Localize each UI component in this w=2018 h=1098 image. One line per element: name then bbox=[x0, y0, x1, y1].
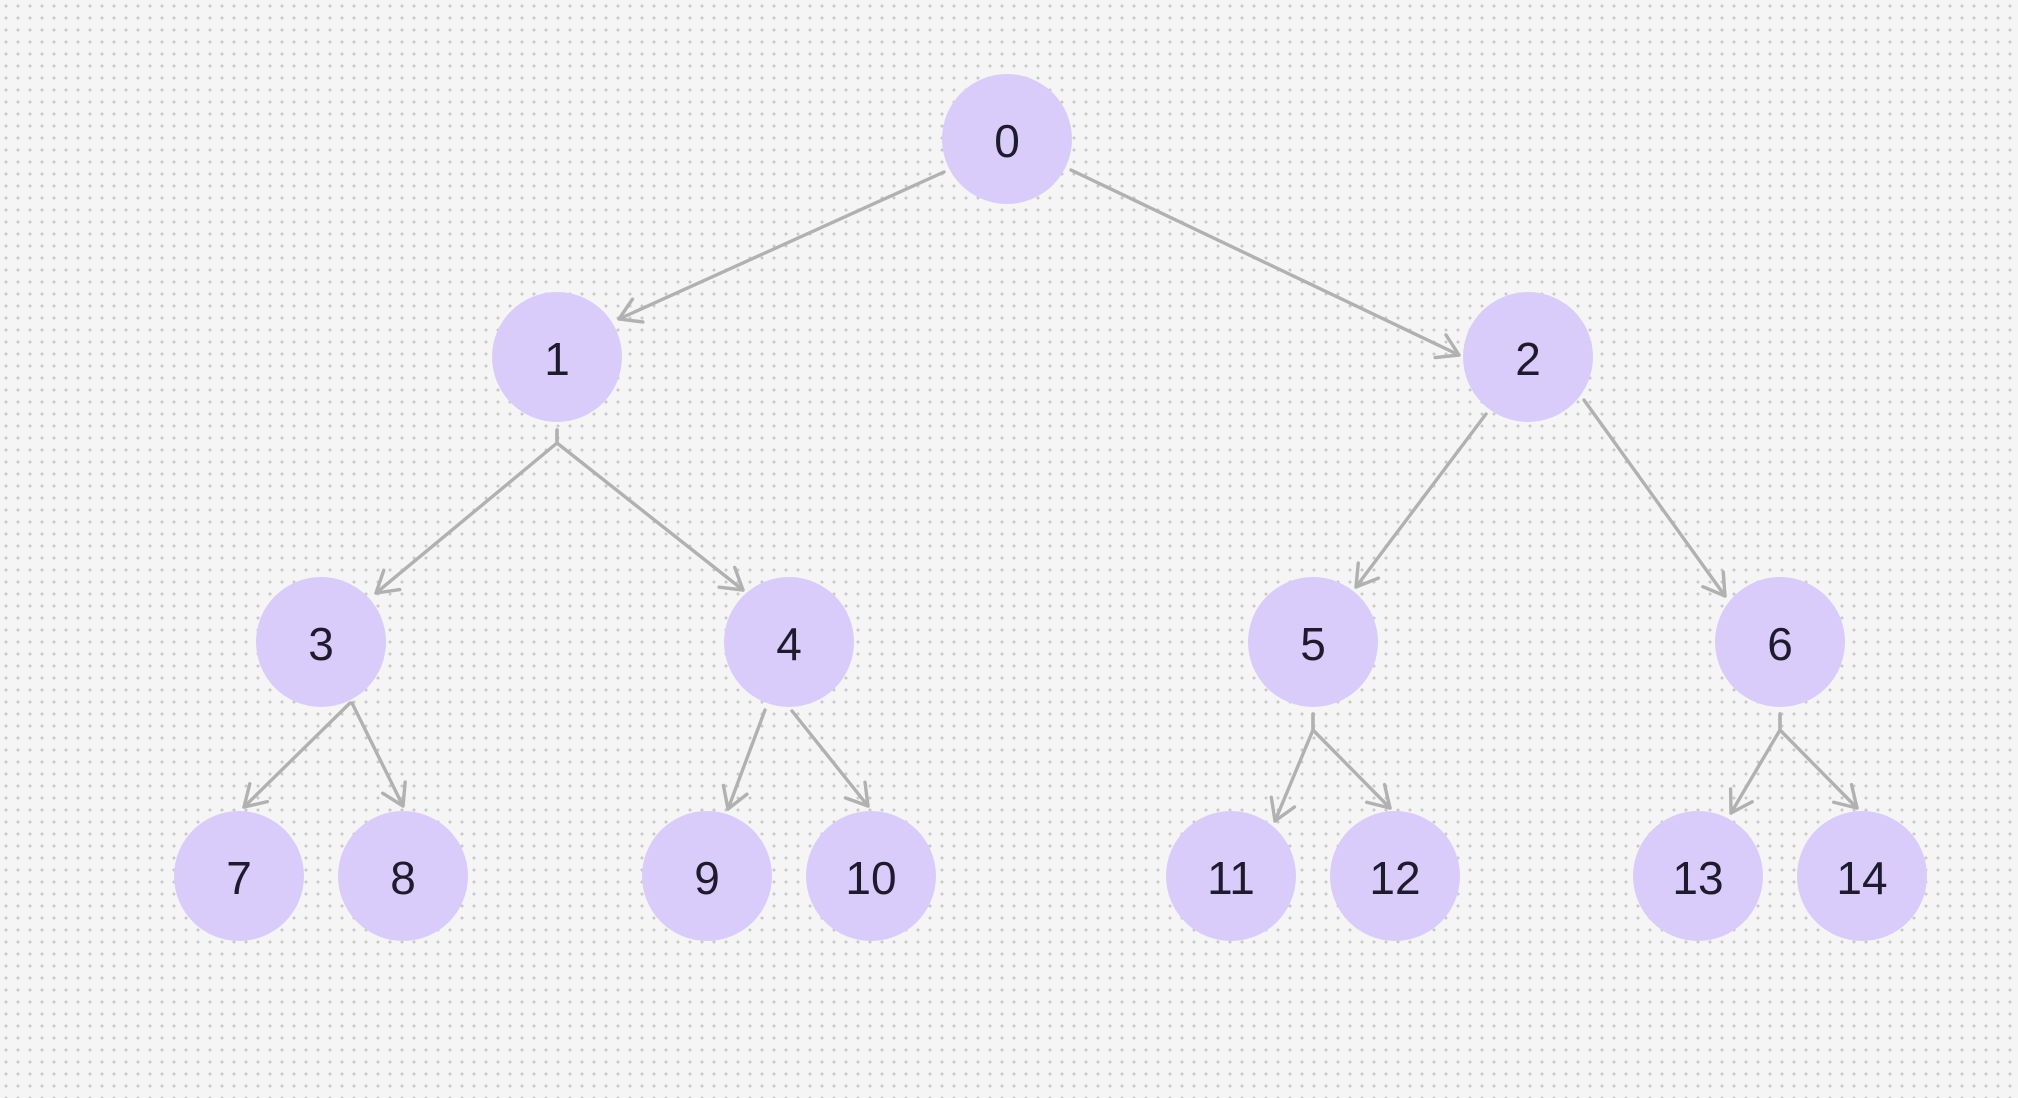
edge-5-11 bbox=[1269, 712, 1315, 823]
node-label: 4 bbox=[776, 618, 802, 670]
edge-1-4 bbox=[555, 428, 745, 592]
edge-0-2 bbox=[1069, 168, 1461, 360]
tree-node-0[interactable]: 0 bbox=[942, 74, 1072, 204]
node-circle[interactable] bbox=[806, 811, 936, 941]
arrowhead-icon bbox=[1433, 333, 1461, 360]
edge-3-7 bbox=[242, 701, 352, 809]
edge-4-10 bbox=[790, 709, 870, 808]
arrowhead-icon bbox=[380, 780, 407, 808]
node-circle[interactable] bbox=[1248, 577, 1378, 707]
node-circle[interactable] bbox=[1463, 292, 1593, 422]
tree-node-8[interactable]: 8 bbox=[338, 811, 468, 941]
edge-line bbox=[617, 170, 946, 321]
arrowhead-icon bbox=[1728, 787, 1754, 815]
node-label: 2 bbox=[1515, 333, 1541, 385]
edge-line bbox=[1582, 398, 1727, 598]
arrowhead-icon bbox=[843, 780, 870, 808]
edge-4-9 bbox=[721, 708, 767, 811]
node-label: 0 bbox=[994, 115, 1020, 167]
node-label: 1 bbox=[544, 333, 570, 385]
edge-line bbox=[1311, 712, 1392, 810]
arrowhead-icon bbox=[374, 568, 402, 595]
tree-node-7[interactable]: 7 bbox=[174, 811, 304, 941]
node-label: 14 bbox=[1836, 852, 1887, 904]
tree-node-11[interactable]: 11 bbox=[1166, 811, 1296, 941]
node-circle[interactable] bbox=[942, 74, 1072, 204]
tree-node-10[interactable]: 10 bbox=[806, 811, 936, 941]
tree-node-5[interactable]: 5 bbox=[1248, 577, 1378, 707]
edge-2-5 bbox=[1354, 412, 1488, 589]
node-circle[interactable] bbox=[724, 577, 854, 707]
arrowhead-icon bbox=[1364, 782, 1392, 810]
edge-line bbox=[374, 428, 559, 595]
arrowhead-icon bbox=[1831, 782, 1859, 810]
node-circle[interactable] bbox=[642, 811, 772, 941]
edge-6-14 bbox=[1778, 712, 1859, 810]
tree-node-14[interactable]: 14 bbox=[1797, 811, 1927, 941]
node-label: 3 bbox=[308, 618, 334, 670]
node-circle[interactable] bbox=[1166, 811, 1296, 941]
node-label: 7 bbox=[226, 852, 252, 904]
node-circle[interactable] bbox=[1797, 811, 1927, 941]
edge-line bbox=[242, 701, 352, 809]
edges-layer bbox=[242, 168, 1859, 823]
edge-6-13 bbox=[1728, 712, 1782, 815]
edge-line bbox=[1729, 712, 1782, 815]
edge-line bbox=[1273, 712, 1315, 823]
node-label: 13 bbox=[1672, 852, 1723, 904]
edge-line bbox=[1069, 168, 1461, 357]
edge-line bbox=[726, 708, 767, 811]
edge-line bbox=[1354, 412, 1488, 589]
edge-3-8 bbox=[350, 701, 407, 808]
node-label: 9 bbox=[694, 852, 720, 904]
edge-1-3 bbox=[374, 428, 559, 595]
arrowhead-icon bbox=[717, 565, 745, 592]
node-circle[interactable] bbox=[1330, 811, 1460, 941]
arrowhead-icon bbox=[721, 783, 749, 811]
node-circle[interactable] bbox=[338, 811, 468, 941]
tree-node-12[interactable]: 12 bbox=[1330, 811, 1460, 941]
arrowhead-icon bbox=[617, 297, 645, 324]
node-label: 5 bbox=[1300, 618, 1326, 670]
edge-line bbox=[1778, 712, 1859, 810]
arrowhead-icon bbox=[1701, 570, 1727, 598]
node-circle[interactable] bbox=[1715, 577, 1845, 707]
edge-5-12 bbox=[1311, 712, 1392, 810]
arrowhead-icon bbox=[242, 782, 270, 809]
tree-node-13[interactable]: 13 bbox=[1633, 811, 1763, 941]
node-label: 10 bbox=[845, 852, 896, 904]
arrowhead-icon bbox=[1354, 561, 1381, 589]
node-circle[interactable] bbox=[1633, 811, 1763, 941]
edge-0-1 bbox=[617, 170, 946, 324]
node-label: 8 bbox=[390, 852, 416, 904]
node-circle[interactable] bbox=[492, 292, 622, 422]
tree-node-4[interactable]: 4 bbox=[724, 577, 854, 707]
edge-line bbox=[555, 428, 745, 592]
edge-line bbox=[790, 709, 870, 808]
node-circle[interactable] bbox=[256, 577, 386, 707]
tree-node-9[interactable]: 9 bbox=[642, 811, 772, 941]
tree-node-3[interactable]: 3 bbox=[256, 577, 386, 707]
edge-2-6 bbox=[1582, 398, 1727, 598]
node-label: 11 bbox=[1207, 852, 1255, 904]
tree-node-1[interactable]: 1 bbox=[492, 292, 622, 422]
edge-line bbox=[350, 701, 405, 808]
arrowhead-icon bbox=[1269, 795, 1297, 823]
node-label: 6 bbox=[1767, 618, 1793, 670]
tree-node-6[interactable]: 6 bbox=[1715, 577, 1845, 707]
tree-node-2[interactable]: 2 bbox=[1463, 292, 1593, 422]
node-label: 12 bbox=[1369, 852, 1420, 904]
node-circle[interactable] bbox=[174, 811, 304, 941]
